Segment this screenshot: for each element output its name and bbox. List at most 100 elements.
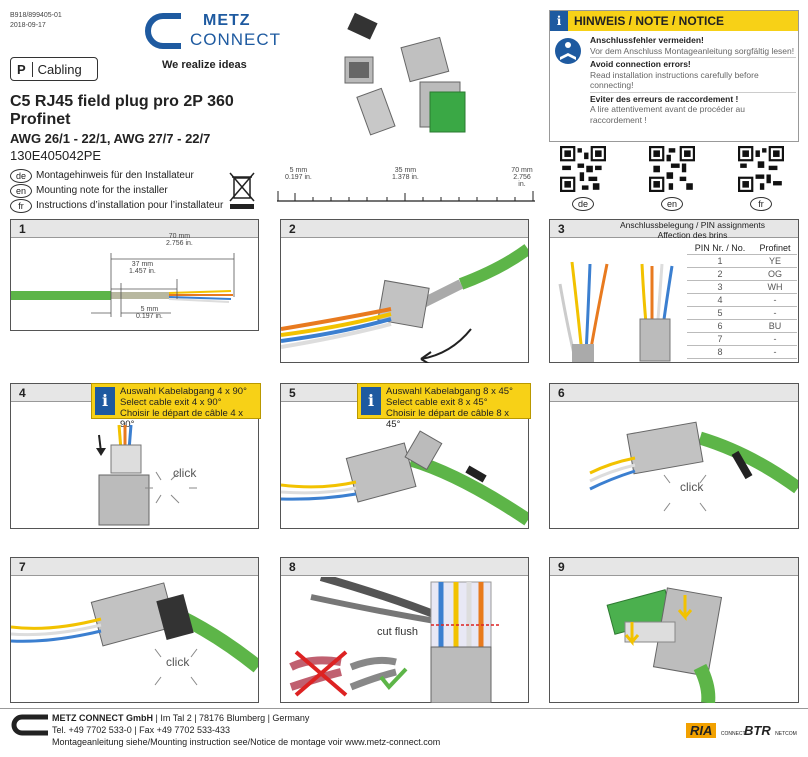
info-icon: i — [550, 11, 568, 31]
step-3-panel: 3 Anschlussbelegung / PIN assignments Af… — [549, 219, 799, 363]
qr-code-fr[interactable] — [738, 146, 784, 192]
footer-logo-mark — [11, 714, 48, 736]
ruler-in-35: 1.378 in. — [392, 174, 419, 181]
step-7-header: 7 — [11, 558, 258, 576]
step-5-info-en: Select cable exit 8 x 45° — [386, 397, 488, 408]
btr-logo-text: BTR — [744, 723, 771, 738]
notice-en-title: Avoid connection errors! — [590, 59, 691, 69]
category-letter: P — [11, 61, 33, 77]
notice-header: i HINWEIS / NOTE / NOTICE — [550, 11, 798, 31]
step-8-number: 8 — [289, 560, 296, 574]
pin-color: YE — [752, 254, 797, 268]
step-4-info-box: i Auswahl Kabelabgang 4 x 90° Select cab… — [91, 383, 261, 430]
qr-label-de-text: de — [572, 197, 594, 211]
footer-company-line: METZ CONNECT GmbH | Im Tal 2 | 78176 Blu… — [52, 713, 309, 723]
read-manual-icon — [555, 38, 581, 64]
step-3-header: 3 — [550, 220, 798, 238]
pin-number: 3 — [687, 280, 753, 294]
footer-address: | Im Tal 2 | 78176 Blumberg | Germany — [155, 713, 310, 723]
footer-note[interactable]: Montageanleitung siehe/Mounting instruct… — [52, 737, 441, 747]
step-9-panel: 9 — [549, 557, 799, 703]
notice-items: Anschlussfehler vermeiden! Vor dem Ansch… — [590, 35, 796, 125]
step-9-header: 9 — [550, 558, 798, 576]
pin-title-2: Affection des brins — [657, 230, 728, 240]
step-1-number: 1 — [19, 222, 26, 236]
ruler-in-5: 0.197 in. — [285, 174, 312, 181]
step-8-cut-label: cut flush — [377, 626, 418, 638]
step-3-number: 3 — [558, 222, 565, 236]
step-4-illustration — [96, 424, 197, 526]
step-8-header: 8 — [281, 558, 528, 576]
step-1-cable-diagram — [11, 253, 235, 317]
step-4-info-fr: Choisir le départ de câble 4 x 90° — [120, 408, 244, 430]
ruler-mm-5: 5 mm — [289, 167, 308, 174]
dim-5-in: 0.197 in. — [136, 313, 163, 320]
pin-color: - — [752, 345, 797, 359]
step-5-panel: 5 i Auswahl Kabelabgang 8 x 45° Select c… — [280, 383, 531, 529]
step-4-panel: 4 i Auswahl Kabelabgang 4 x 90° Select c… — [10, 383, 261, 529]
step-8-panel: 8 cut flush — [280, 557, 529, 703]
step-2-header: 2 — [281, 220, 528, 238]
ruler-mm-70: 70 mm — [511, 167, 533, 174]
profinet-col-header: Profinet — [752, 242, 797, 255]
lang-en: en Mounting note for the installer — [10, 183, 223, 198]
step-5-illustration — [281, 430, 528, 526]
category-name: Cabling — [37, 61, 82, 77]
qr-label-de: de — [572, 194, 598, 212]
lang-code-en: en — [10, 183, 32, 198]
pin-number: 8 — [687, 345, 753, 359]
pin-title-1: Anschlussbelegung / PIN assignments — [619, 220, 766, 230]
lang-text-fr: Instructions d’installation pour l’insta… — [36, 200, 224, 211]
lang-code-fr: fr — [10, 198, 32, 213]
qr-code-de[interactable] — [560, 146, 606, 192]
qr-label-en-text: en — [661, 197, 683, 211]
product-part-no: 130E405042PE — [10, 148, 102, 163]
table-row: 7- — [687, 332, 797, 346]
doc-code: B918/899405-01 — [10, 12, 62, 19]
pin-color: - — [752, 332, 797, 346]
product-title: C5 RJ45 field plug pro 2P 360 — [10, 93, 234, 110]
pin-number: 7 — [687, 332, 753, 346]
step-4-click-label: click — [173, 466, 197, 480]
notice-en-text: Read installation instructions carefully… — [590, 70, 796, 93]
step-9-illustration — [606, 587, 723, 703]
pin-number: 5 — [687, 306, 753, 320]
dim-70-mm: 70 mm — [168, 233, 191, 240]
ria-logo-sub: CONNECT — [720, 731, 746, 737]
dim-70-in: 2.756 in. — [166, 240, 193, 247]
pin-color: - — [752, 293, 797, 307]
lang-text-en: Mounting note for the installer — [36, 185, 168, 196]
ruler-in-70: 2.756 in. — [513, 174, 531, 188]
pin-col-header: PIN Nr. / No. — [687, 242, 753, 255]
btr-logo: BTR NETCOM — [744, 722, 797, 740]
step-4-number: 4 — [19, 386, 26, 400]
qr-code-en[interactable] — [649, 146, 695, 192]
step-7-number: 7 — [19, 560, 26, 574]
notice-fr-text: A lire attentivement avant de procéder a… — [590, 104, 745, 125]
step-9-number: 9 — [558, 560, 565, 574]
step-7-panel: 7 click — [10, 557, 259, 703]
pin-title: Anschlussbelegung / PIN assignments Affe… — [590, 220, 795, 240]
logo-name-top: METZ — [203, 12, 251, 29]
lang-fr: fr Instructions d’installation pour l’ins… — [10, 198, 223, 213]
step-6-illustration — [589, 421, 798, 512]
info-icon: i — [361, 387, 381, 415]
step-4-info-de: Auswahl Kabelabgang 4 x 90° — [120, 386, 247, 397]
step-6-click-label: click — [680, 480, 704, 494]
qr-label-en: en — [661, 194, 687, 212]
notice-de-title: Anschlussfehler vermeiden! — [590, 35, 704, 45]
ruler-mm-35: 35 mm — [394, 167, 417, 174]
product-awg: AWG 26/1 - 22/1, AWG 27/7 - 22/7 — [10, 131, 211, 146]
step-1-header: 1 — [11, 220, 258, 238]
pin-number: 6 — [687, 319, 753, 333]
